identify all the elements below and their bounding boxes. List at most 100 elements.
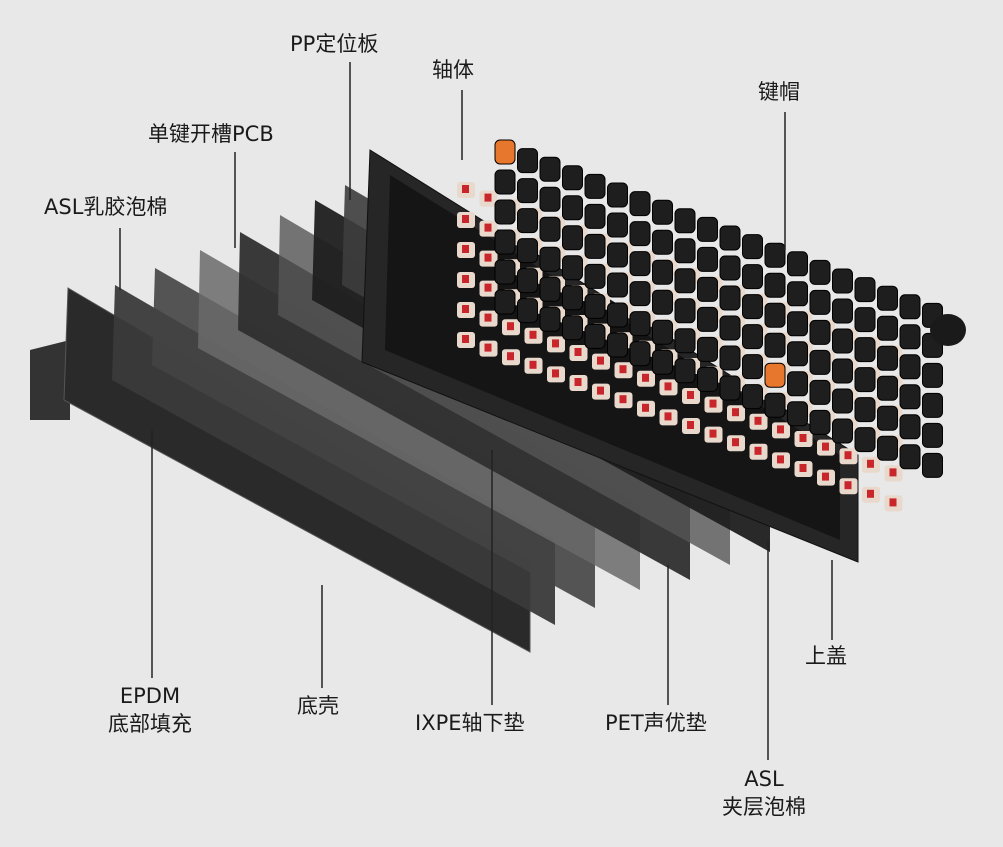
label-ixpe: IXPE轴下垫 [415, 711, 525, 735]
switch-stem [462, 185, 469, 193]
switch-stem [777, 455, 784, 464]
switch-stem [732, 438, 739, 447]
switch-stem [619, 365, 627, 374]
switch-stem [552, 369, 559, 378]
switch-stem [529, 360, 537, 369]
keycap [494, 169, 516, 195]
keycap [629, 191, 651, 217]
keycap [764, 272, 786, 298]
keycap [517, 238, 538, 264]
label-keycaps: 键帽 [758, 80, 800, 104]
switch-stem [597, 356, 604, 365]
switch-stem [507, 352, 514, 361]
keycap [539, 246, 561, 272]
switch-stem [484, 313, 492, 322]
switch-stem [844, 481, 852, 490]
switch-stem [889, 468, 897, 477]
keycap [562, 225, 583, 251]
keycap [787, 281, 808, 307]
keycap [652, 349, 673, 375]
keycap [562, 315, 583, 341]
keycap [584, 293, 606, 319]
switch-stem [867, 489, 874, 498]
keycap [742, 384, 763, 410]
keycap [764, 392, 786, 418]
switch-stem [867, 459, 874, 468]
keycap [562, 285, 583, 311]
keycap [877, 405, 898, 431]
keycap [719, 285, 741, 311]
label-epdm: EPDM 底部填充 [108, 682, 192, 738]
switch-stem [732, 408, 739, 417]
keycap [607, 242, 628, 268]
switch-stem [552, 339, 559, 348]
keycap [854, 367, 876, 393]
keycap [674, 358, 696, 384]
switch-stem [687, 421, 694, 429]
label-asl-mid-line1: ASL [744, 767, 784, 791]
keycap [584, 173, 606, 199]
keycap [674, 208, 696, 234]
keycap [719, 345, 741, 371]
switch-stem [574, 348, 582, 356]
knob [930, 314, 966, 346]
keycap [719, 225, 741, 251]
keycap [697, 216, 718, 242]
keycap [697, 246, 718, 272]
keycap [584, 203, 606, 229]
label-asl-latex-foam: ASL乳胶泡棉 [44, 195, 168, 219]
keycap [809, 289, 831, 315]
switch-stem [619, 395, 627, 404]
keycap [584, 323, 606, 349]
switch-stem [597, 386, 604, 395]
switch-stem [642, 403, 649, 412]
keycap [494, 259, 516, 285]
keycap [787, 341, 808, 367]
keycap [877, 375, 898, 401]
keycap [539, 216, 561, 242]
keycap [787, 311, 808, 337]
keycap [607, 182, 628, 208]
switch-stem [754, 416, 762, 425]
keycap [494, 229, 516, 255]
switch-stem [709, 399, 717, 408]
keycap [854, 277, 876, 303]
leader-lines [119, 62, 833, 760]
keycap [584, 233, 606, 259]
keycap [517, 178, 538, 204]
label-epdm-line2: 底部填充 [108, 712, 192, 736]
keycap [674, 298, 696, 324]
keycap [607, 272, 628, 298]
switch-stem [889, 498, 897, 507]
keycap [629, 311, 651, 337]
keycap [607, 332, 628, 358]
keycap [562, 165, 583, 191]
label-switches: 轴体 [432, 58, 474, 82]
keycap [697, 366, 718, 392]
label-bottom-case: 底壳 [297, 694, 339, 718]
keycap [832, 388, 853, 414]
switch-stem [462, 215, 469, 223]
switch-stem [484, 253, 492, 262]
keycap [809, 319, 831, 345]
keycap [899, 324, 921, 350]
keycap [652, 199, 673, 225]
keycap [517, 298, 538, 324]
switch-stem [462, 245, 469, 253]
keycap [742, 324, 763, 350]
keycap [832, 328, 853, 354]
switch-stem [642, 373, 649, 382]
keycap [809, 259, 831, 285]
switch-stem [754, 446, 762, 455]
switch-stem [709, 429, 717, 438]
keycap [674, 328, 696, 354]
keycap [629, 251, 651, 277]
keycap [719, 375, 741, 401]
keycap [877, 315, 898, 341]
switch-stem [664, 412, 672, 421]
keycap [517, 268, 538, 294]
label-asl-mid-line2: 夹层泡棉 [722, 795, 806, 819]
keycap [922, 452, 943, 478]
keycap [787, 371, 808, 397]
